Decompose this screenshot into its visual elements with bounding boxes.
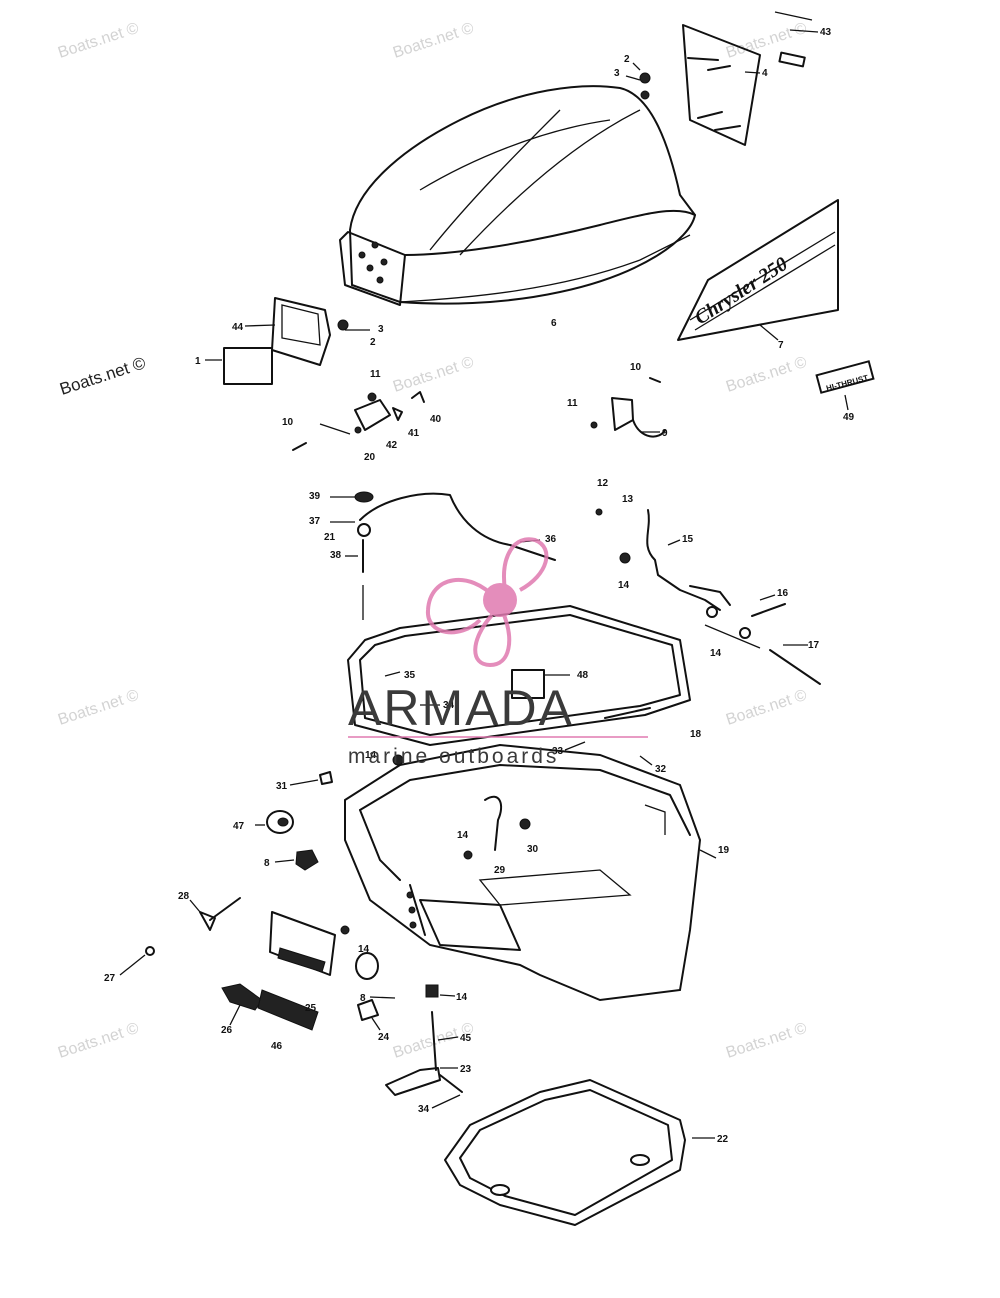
callout-24: 24 xyxy=(378,1032,390,1043)
callout-40: 40 xyxy=(430,414,442,425)
callout-10: 10 xyxy=(282,417,294,428)
callout-14: 14 xyxy=(618,580,630,591)
callout-14: 14 xyxy=(358,944,370,955)
logo-title: ARMADA xyxy=(348,680,574,736)
callout-31: 31 xyxy=(276,781,288,792)
callout-15: 15 xyxy=(682,534,694,545)
callout-34: 34 xyxy=(418,1104,430,1115)
shift-linkage xyxy=(595,508,821,685)
logo-subtitle: marine outboards xyxy=(348,745,559,768)
callout-3: 3 xyxy=(378,324,384,335)
watermark: Boats.net © xyxy=(56,687,141,729)
callout-27: 27 xyxy=(104,973,116,984)
propeller-icon xyxy=(425,537,549,668)
lower-parts xyxy=(145,754,439,1031)
callout-11: 11 xyxy=(567,398,578,409)
watermark: Boats.net © xyxy=(56,1020,141,1062)
callout-32: 32 xyxy=(655,764,667,775)
callout-29: 29 xyxy=(494,865,506,876)
callout-10: 10 xyxy=(630,362,642,373)
callout-14: 14 xyxy=(457,830,469,841)
callout-28: 28 xyxy=(178,891,190,902)
callout-26: 26 xyxy=(221,1025,233,1036)
callout-43: 43 xyxy=(820,27,832,38)
callout-11: 11 xyxy=(370,369,381,380)
rear-plate xyxy=(682,11,813,146)
callout-48: 48 xyxy=(577,670,589,681)
callout-22: 22 xyxy=(717,1134,729,1145)
callout-4: 4 xyxy=(762,68,768,79)
throttle-linkage xyxy=(354,491,556,620)
callout-47: 47 xyxy=(233,821,245,832)
callout-25: 25 xyxy=(305,1003,317,1014)
callout-20: 20 xyxy=(364,452,376,463)
callout-49: 49 xyxy=(843,412,855,423)
watermark: Boats.net © xyxy=(724,1020,809,1062)
watermark: Boats.net © xyxy=(391,354,476,396)
callout-42: 42 xyxy=(386,440,398,451)
callout-16: 16 xyxy=(777,588,789,599)
hi-thrust-badge: HI-THRUST xyxy=(815,360,875,394)
callout-2: 2 xyxy=(624,54,630,65)
callout-30: 30 xyxy=(527,844,539,855)
callout-14: 14 xyxy=(365,750,377,761)
watermark: Boats.net © xyxy=(57,353,148,399)
watermark: Boats.net © xyxy=(724,687,809,729)
callout-17: 17 xyxy=(808,640,820,651)
callout-38: 38 xyxy=(330,550,342,561)
callout-1: 1 xyxy=(195,356,201,367)
callout-8: 8 xyxy=(360,993,366,1004)
latch-parts xyxy=(223,72,666,451)
armada-logo: ARMADA marine outboards xyxy=(348,537,648,768)
callout-2: 2 xyxy=(370,337,376,348)
watermark: Boats.net © xyxy=(391,20,476,62)
lever xyxy=(385,1011,463,1096)
callout-23: 23 xyxy=(460,1064,472,1075)
callout-33: 33 xyxy=(552,746,564,757)
side-decal: Chrysler 250 xyxy=(677,199,839,341)
callout-39: 39 xyxy=(309,491,321,502)
callout-18: 18 xyxy=(690,729,702,740)
lower-cowl xyxy=(344,743,702,1002)
callout-46: 46 xyxy=(271,1041,283,1052)
callout-13: 13 xyxy=(622,494,634,505)
brand-decal-text: Chrysler 250 xyxy=(691,253,792,329)
cowl-frame xyxy=(347,605,691,746)
callout-37: 37 xyxy=(309,516,321,527)
callout-9: 9 xyxy=(662,428,668,439)
callout-7: 7 xyxy=(778,340,784,351)
callout-14: 14 xyxy=(456,992,468,1003)
top-cowl xyxy=(339,85,697,306)
callout-36: 36 xyxy=(545,534,557,545)
callout-6: 6 xyxy=(551,318,557,329)
watermark: Boats.net © xyxy=(56,20,141,62)
callout-3: 3 xyxy=(614,68,620,79)
callout-8: 8 xyxy=(264,858,270,869)
callout-45: 45 xyxy=(460,1033,472,1044)
callout-34: 34 xyxy=(443,700,455,711)
callout-12: 12 xyxy=(597,478,609,489)
callout-labels: 43 2 3 4 44 3 2 6 7 1 10 11 11 49 40 10 … xyxy=(104,27,855,1145)
callout-19: 19 xyxy=(718,845,730,856)
callout-41: 41 xyxy=(408,428,420,439)
callout-14: 14 xyxy=(710,648,722,659)
callout-35: 35 xyxy=(404,670,416,681)
callout-44: 44 xyxy=(232,322,244,333)
watermark: Boats.net © xyxy=(724,354,809,396)
gasket xyxy=(444,1079,686,1226)
callout-21: 21 xyxy=(324,532,336,543)
